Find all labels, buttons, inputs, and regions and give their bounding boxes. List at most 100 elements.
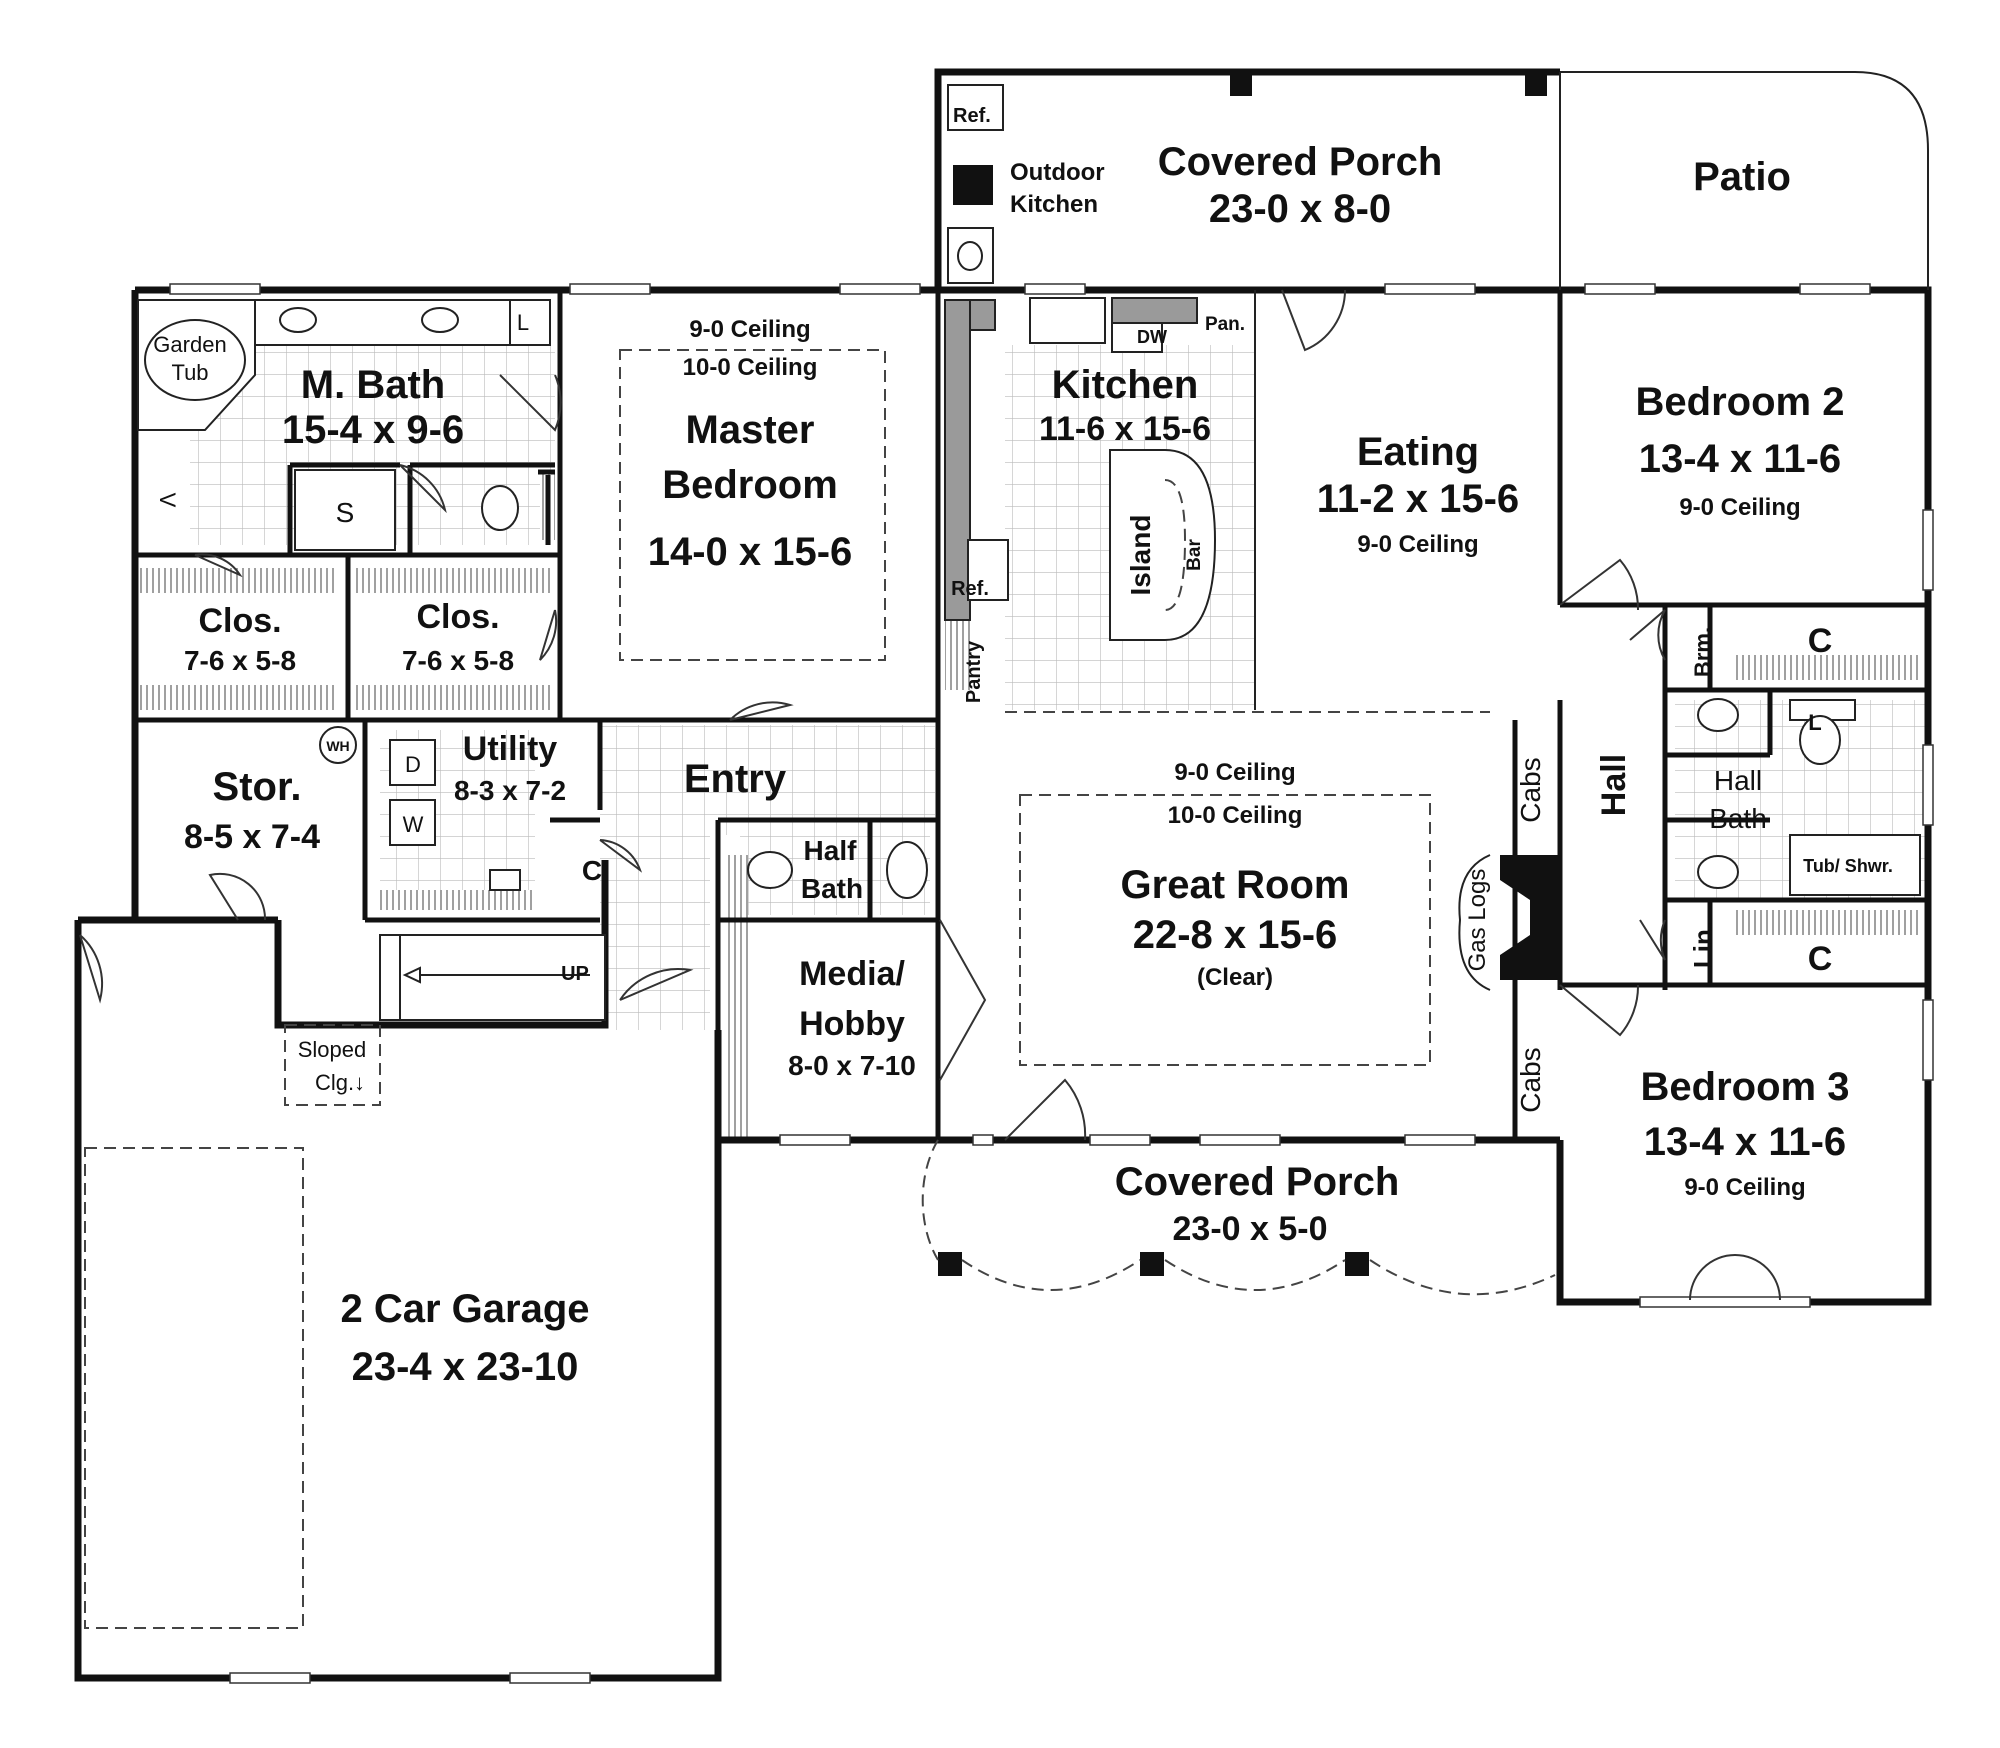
room-garage: 2 Car Garage 23-4 x 23-10 Sloped Clg.↓ (298, 1037, 590, 1389)
bedroom2-name: Bedroom 2 (1636, 380, 1845, 424)
outdoor-kitchen-line2: Kitchen (1010, 191, 1098, 218)
broom-closet-label: Brm. (1690, 627, 1715, 677)
washer-label: W (403, 812, 424, 837)
master-ceiling1: 9-0 Ceiling (689, 316, 810, 343)
porch-columns (938, 72, 1547, 1276)
closet-right-name: Clos. (416, 598, 499, 636)
bedroom3-ceiling: 9-0 Ceiling (1684, 1174, 1805, 1201)
room-kitchen: Kitchen 11-6 x 15-6 DW Pan. Ref. Pantry … (951, 314, 1245, 703)
water-heater-label: WH (326, 738, 349, 754)
room-bedroom-3: Bedroom 3 13-4 x 11-6 9-0 Ceiling (1641, 1065, 1850, 1201)
room-hall-bath: Hall Bath Tub/ Shwr. L (1709, 710, 1893, 876)
patio-name: Patio (1693, 155, 1791, 199)
room-hall: Hall Brm. C Lin. C (1595, 622, 1832, 978)
room-eating: Eating 11-2 x 15-6 9-0 Ceiling (1317, 430, 1519, 558)
master-ceiling2: 10-0 Ceiling (683, 354, 818, 381)
master-name2: Bedroom (662, 463, 838, 507)
fixtures (137, 84, 1921, 1021)
room-utility: Utility 8-3 x 7-2 D W C (403, 730, 603, 886)
rear-porch-name: Covered Porch (1158, 140, 1443, 184)
room-closet-left: Clos. 7-6 x 5-8 (184, 602, 296, 676)
utility-closet-label: C (582, 855, 602, 886)
rear-porch-size: 23-0 x 8-0 (1209, 187, 1391, 231)
closet-left-name: Clos. (198, 602, 281, 640)
pantry-label: Pantry (963, 640, 985, 703)
room-closet-right: Clos. 7-6 x 5-8 (402, 598, 514, 676)
dw-label: DW (1137, 327, 1167, 347)
bedroom2-ceiling: 9-0 Ceiling (1679, 494, 1800, 521)
garden-tub-line1: Garden (153, 332, 226, 357)
kitchen-name: Kitchen (1052, 363, 1199, 407)
cabs-lower-label: Cabs (1515, 1047, 1546, 1112)
hall-bath-linen-label: L (1808, 710, 1821, 735)
great-room-note: (Clear) (1197, 964, 1273, 991)
utility-name: Utility (463, 730, 558, 768)
ceiling-outlines (84, 349, 1431, 1629)
hall-bath-line2: Bath (1709, 803, 1767, 834)
windows (169, 283, 1934, 1684)
outdoor-kitchen-line1: Outdoor (1010, 159, 1105, 186)
closet-right-size: 7-6 x 5-8 (402, 645, 514, 676)
doors (79, 289, 1781, 1301)
room-media-hobby: Media/ Hobby 8-0 x 7-10 (788, 955, 916, 1081)
shower-label: S (336, 497, 355, 528)
pan-label: Pan. (1205, 314, 1245, 335)
half-bath-line1: Half (804, 835, 858, 866)
cabs-upper-label: Cabs (1515, 757, 1546, 822)
room-covered-porch-front: Covered Porch 23-0 x 5-0 (1115, 1160, 1400, 1248)
eating-size: 11-2 x 15-6 (1317, 477, 1519, 521)
hall-bath-line1: Hall (1714, 765, 1762, 796)
bar-label: Bar (1184, 539, 1205, 571)
gas-logs-label: Gas Logs (1464, 869, 1491, 972)
room-m-bath: M. Bath 15-4 x 9-6 Garden Tub S L V (153, 310, 529, 528)
sloped-ceiling-line1: Sloped (298, 1037, 367, 1062)
room-bedroom-2: Bedroom 2 13-4 x 11-6 9-0 Ceiling (1636, 380, 1845, 521)
storage-size: 8-5 x 7-4 (184, 818, 320, 856)
outdoor-ref-label: Ref. (953, 105, 991, 127)
m-bath-linen-label: L (517, 310, 529, 335)
room-great-room: 9-0 Ceiling 10-0 Ceiling Great Room 22-8… (1121, 757, 1546, 1112)
room-half-bath: Half Bath (801, 835, 863, 904)
bedroom3-name: Bedroom 3 (1641, 1065, 1850, 1109)
great-room-size: 22-8 x 15-6 (1133, 913, 1338, 957)
entry-name: Entry (684, 757, 787, 801)
storage-name: Stor. (213, 765, 302, 809)
stairs (379, 934, 606, 1021)
half-bath-line2: Bath (801, 873, 863, 904)
garage-size: 23-4 x 23-10 (352, 1345, 579, 1389)
outdoor-kitchen: Outdoor Kitchen Ref. (953, 105, 1105, 218)
closet-left-size: 7-6 x 5-8 (184, 645, 296, 676)
hall-closet-lower-label: C (1808, 940, 1833, 978)
m-bath-size: 15-4 x 9-6 (282, 408, 464, 452)
master-name1: Master (686, 408, 815, 452)
kitchen-size: 11-6 x 15-6 (1039, 410, 1211, 448)
front-porch-size: 23-0 x 5-0 (1173, 1210, 1328, 1248)
island-label: Island (1125, 515, 1156, 596)
m-bath-name: M. Bath (301, 363, 445, 407)
bedroom2-size: 13-4 x 11-6 (1639, 437, 1841, 481)
room-storage: Stor. 8-5 x 7-4 WH (184, 738, 350, 856)
hall-closet-upper-label: C (1808, 622, 1833, 660)
room-patio: Patio (1693, 155, 1791, 199)
bedroom3-size: 13-4 x 11-6 (1644, 1120, 1846, 1164)
kitchen-ref-label: Ref. (951, 578, 989, 600)
room-covered-porch-rear: Covered Porch 23-0 x 8-0 (1158, 140, 1443, 231)
master-size: 14-0 x 15-6 (648, 530, 853, 574)
media-size: 8-0 x 7-10 (788, 1050, 916, 1081)
garage-name: 2 Car Garage (340, 1287, 589, 1331)
great-room-ceiling2: 10-0 Ceiling (1168, 802, 1303, 829)
room-entry: Entry UP (561, 757, 787, 985)
hall-name: Hall (1595, 754, 1633, 816)
media-line2: Hobby (799, 1005, 905, 1043)
garden-tub-line2: Tub (171, 360, 208, 385)
great-room-name: Great Room (1121, 863, 1350, 907)
room-master-bedroom: 9-0 Ceiling 10-0 Ceiling Master Bedroom … (648, 316, 853, 574)
linen-closet-label: Lin. (1688, 922, 1718, 968)
eating-ceiling: 9-0 Ceiling (1357, 531, 1478, 558)
dryer-label: D (405, 752, 421, 777)
tub-shower-label: Tub/ Shwr. (1803, 856, 1893, 876)
vanity-label: V (155, 493, 180, 508)
stairs-up-label: UP (561, 963, 589, 985)
great-room-ceiling1: 9-0 Ceiling (1174, 759, 1295, 786)
